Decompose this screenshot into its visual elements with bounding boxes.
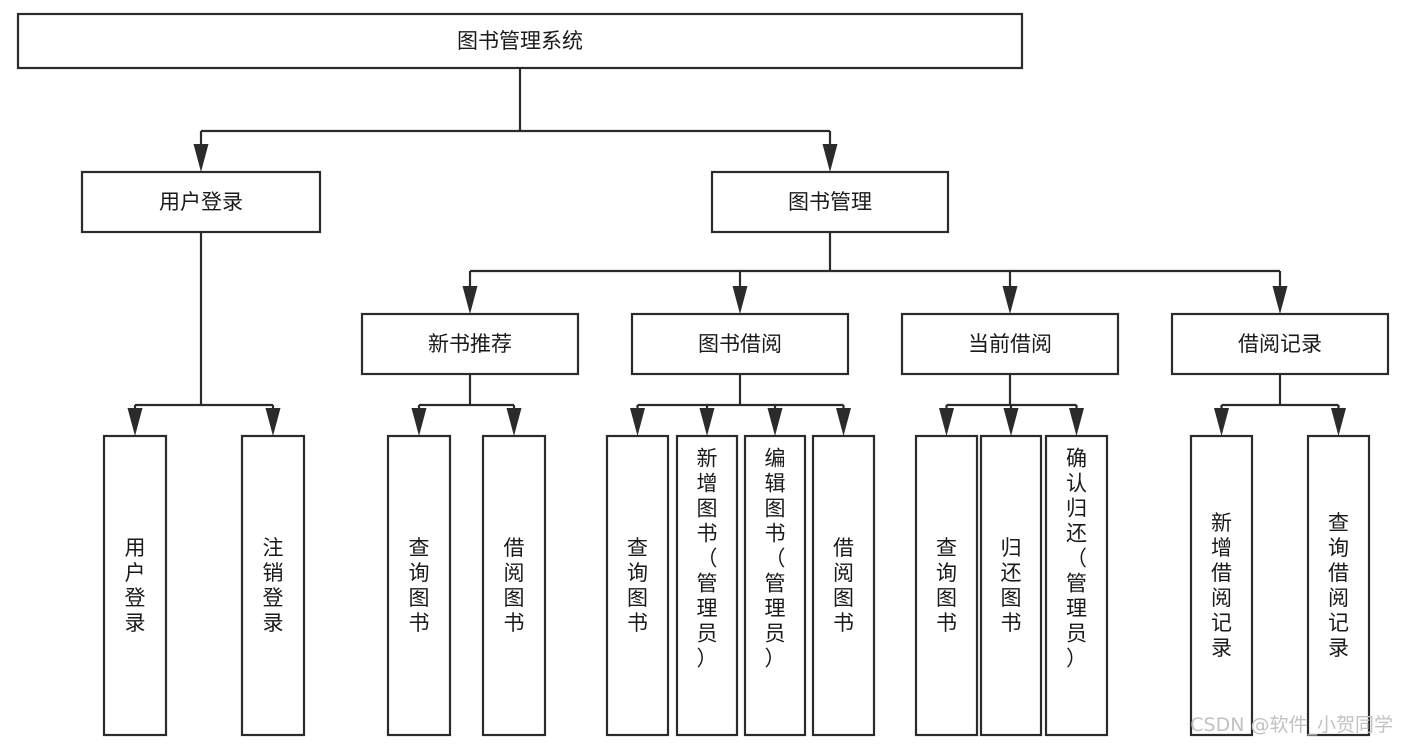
node-leaf-borrow-book-2[interactable]: 借阅图书 [811, 434, 876, 737]
node-book-borrow[interactable]: 图书借阅 [630, 312, 850, 376]
node-leaf-query-book-1-label: 查询图书 [409, 536, 430, 635]
node-leaf-add-record-box[interactable] [1189, 434, 1254, 737]
arrow-head-icon [767, 408, 783, 436]
arrow-head-icon [1069, 408, 1084, 436]
node-user-login-label: 用户登录 [159, 190, 243, 214]
node-leaf-query-book-3-box[interactable] [914, 434, 979, 737]
node-root[interactable]: 图书管理系统 [16, 12, 1024, 70]
node-leaf-logout-label: 注销登录 [263, 536, 284, 635]
arrow-head-icon [1003, 408, 1019, 436]
node-leaf-query-book-2-label: 查询图书 [627, 536, 648, 635]
node-leaf-edit-book-label: 编辑图书（管理员） [765, 447, 786, 671]
node-leaf-add-book-label: 新增图书（管理员） [697, 447, 718, 671]
node-root-box[interactable] [16, 12, 1024, 70]
arrow-head-icon [822, 144, 838, 172]
node-current-borrow[interactable]: 当前借阅 [900, 312, 1120, 376]
node-leaf-user-login[interactable]: 用户登录 [102, 434, 168, 737]
node-book-manage-label: 图书管理 [788, 190, 872, 214]
node-leaf-confirm-return[interactable]: 确认归还（管理员） [1044, 434, 1109, 737]
node-root-label: 图书管理系统 [457, 29, 583, 53]
node-leaf-query-record[interactable]: 查询借阅记录 [1306, 434, 1371, 737]
node-borrow-record[interactable]: 借阅记录 [1170, 312, 1390, 376]
node-leaf-query-book-1[interactable]: 查询图书 [386, 434, 452, 737]
node-new-book-rec[interactable]: 新书推荐 [360, 312, 580, 376]
arrow-head-icon [411, 408, 427, 436]
node-borrow-record-box[interactable] [1170, 312, 1390, 376]
arrow-head-icon [939, 408, 954, 436]
node-layer: 图书管理系统用户登录图书管理新书推荐图书借阅当前借阅借阅记录用户登录注销登录查询… [16, 12, 1390, 737]
node-leaf-return-book[interactable]: 归还图书 [979, 434, 1043, 737]
node-leaf-user-login-label: 用户登录 [125, 536, 146, 635]
arrow-head-icon [1272, 286, 1288, 314]
node-book-manage[interactable]: 图书管理 [710, 170, 950, 234]
node-user-login[interactable]: 用户登录 [80, 170, 322, 234]
node-leaf-query-book-3[interactable]: 查询图书 [914, 434, 979, 737]
node-leaf-edit-book-box[interactable] [743, 434, 807, 737]
arrow-head-icon [265, 408, 281, 436]
node-borrow-record-label: 借阅记录 [1238, 332, 1322, 356]
node-leaf-logout-box[interactable] [240, 434, 306, 737]
node-leaf-add-book-box[interactable] [675, 434, 739, 737]
node-leaf-query-book-2[interactable]: 查询图书 [605, 434, 670, 737]
node-leaf-confirm-return-box[interactable] [1044, 434, 1109, 737]
node-leaf-return-book-label: 归还图书 [1001, 536, 1022, 635]
node-book-borrow-box[interactable] [630, 312, 850, 376]
node-leaf-query-book-2-box[interactable] [605, 434, 670, 737]
node-leaf-edit-book[interactable]: 编辑图书（管理员） [743, 434, 807, 737]
csdn-watermark: CSDN @软件_小贺同学 [1190, 714, 1393, 736]
arrow-head-icon [630, 408, 645, 436]
node-leaf-query-book-1-box[interactable] [386, 434, 452, 737]
node-current-borrow-box[interactable] [900, 312, 1120, 376]
node-leaf-logout[interactable]: 注销登录 [240, 434, 306, 737]
node-leaf-user-login-box[interactable] [102, 434, 168, 737]
node-current-borrow-label: 当前借阅 [968, 332, 1052, 356]
arrow-head-icon [127, 408, 143, 436]
node-leaf-borrow-book-1[interactable]: 借阅图书 [481, 434, 547, 737]
arrow-head-icon [506, 408, 522, 436]
node-new-book-rec-box[interactable] [360, 312, 580, 376]
node-leaf-add-record-label: 新增借阅记录 [1211, 511, 1232, 660]
node-book-manage-box[interactable] [710, 170, 950, 234]
node-leaf-query-record-box[interactable] [1306, 434, 1371, 737]
arrow-head-icon [1331, 408, 1346, 436]
node-leaf-borrow-book-1-label: 借阅图书 [504, 536, 525, 635]
node-book-borrow-label: 图书借阅 [698, 332, 782, 356]
node-leaf-query-book-3-label: 查询图书 [936, 536, 957, 635]
arrow-head-icon [732, 286, 748, 314]
node-leaf-return-book-box[interactable] [979, 434, 1043, 737]
node-leaf-add-record[interactable]: 新增借阅记录 [1189, 434, 1254, 737]
node-new-book-rec-label: 新书推荐 [428, 332, 512, 356]
arrow-head-icon [462, 286, 478, 314]
node-leaf-confirm-return-label: 确认归还（管理员） [1066, 447, 1087, 671]
node-leaf-borrow-book-2-label: 借阅图书 [833, 536, 854, 635]
arrow-head-icon [1214, 408, 1229, 436]
arrow-head-icon [699, 408, 715, 436]
node-leaf-borrow-book-2-box[interactable] [811, 434, 876, 737]
node-leaf-query-record-label: 查询借阅记录 [1328, 511, 1349, 660]
node-user-login-box[interactable] [80, 170, 322, 234]
arrow-head-icon [193, 144, 209, 172]
node-leaf-borrow-book-1-box[interactable] [481, 434, 547, 737]
arrow-head-icon [836, 408, 851, 436]
arrow-head-icon [1002, 286, 1018, 314]
connector-layer [127, 68, 1346, 436]
node-leaf-add-book[interactable]: 新增图书（管理员） [675, 434, 739, 737]
